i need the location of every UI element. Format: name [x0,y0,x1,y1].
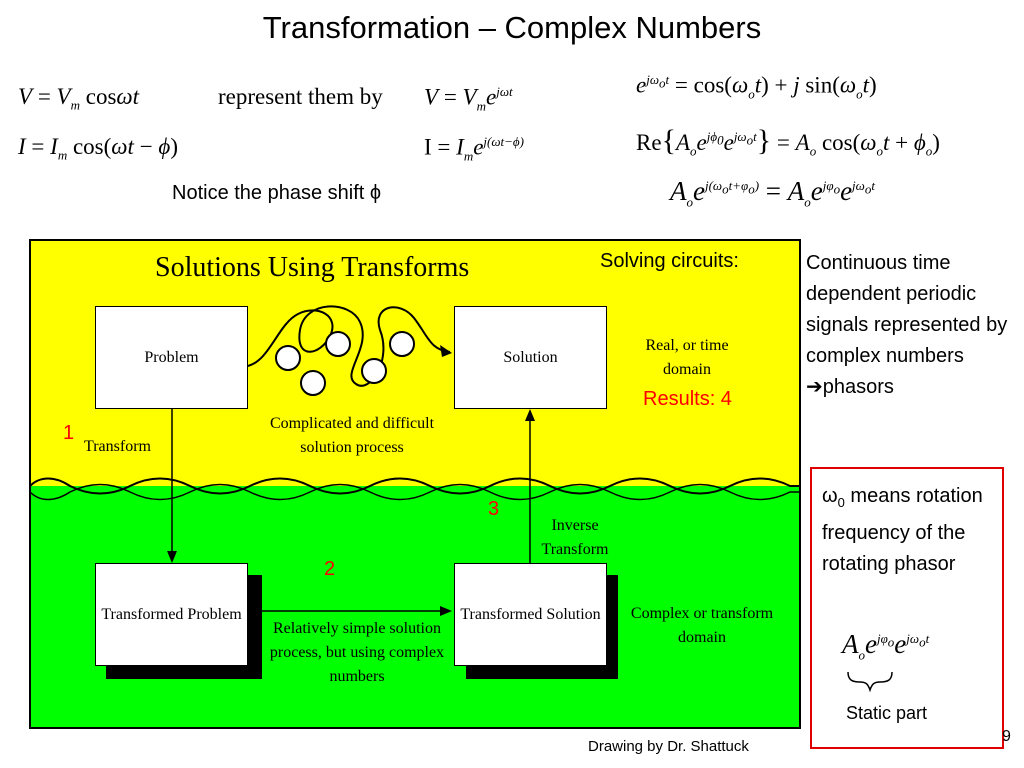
results-step-label: Results: 4 [643,388,732,410]
simple-process-label: Relatively simple solution process, but … [269,620,445,685]
transform-arrowhead [167,551,177,563]
equation-i-time: I = Im cos(ωt − ϕ) [18,134,178,163]
transformed-problem-box: Transformed Problem [95,563,248,666]
omega-note: ω0 means rotation frequency of the rotat… [822,481,1006,580]
equation-split: Aoej(ωot+φo) = Aoejφoejωot [670,176,875,210]
difficult-path-arrowhead [440,345,452,357]
transform-label: Transform [84,438,151,455]
step-1-label: 1 [63,422,75,444]
simple-process-arrowhead [440,606,452,616]
equation-v-phasor: V = Vmejωt [424,84,513,114]
continuous-signals-note: Continuous time dependent periodic signa… [806,248,1016,403]
diagram-frame [29,239,801,729]
omega-symbol: ω [822,485,838,507]
represent-text: represent them by [218,84,383,109]
omega-means-text: means rotation frequency of the rotating… [822,485,983,575]
equation-i-phasor: I = Imej(ωt−ϕ) [424,134,524,164]
path-circle [300,370,326,396]
equation-real-part: Re{Aoejϕ0ejωot} = Ao cos(ωot + ϕo) [636,124,940,159]
solution-label: Solution [503,348,558,366]
credit-text: Drawing by Dr. Shattuck [588,738,749,755]
complicated-process-label: Complicated and difficult solution proce… [269,415,435,456]
problem-label: Problem [144,348,199,366]
omega-subscript: 0 [837,495,845,510]
phasors-text: ➔phasors [806,376,894,398]
continuous-signals-text: Continuous time dependent periodic signa… [806,252,1008,367]
inverse-transform-label: Inverse Transform [541,517,609,558]
path-circle [389,331,415,357]
rotating-phasor-equation: Aoejφoejωot [842,629,930,663]
rotating-phasor-box: ω0 means rotation frequency of the rotat… [810,467,1004,749]
inverse-transform-arrowhead [525,409,535,421]
step-2-label: 2 [324,558,336,580]
static-part-label: Static part [846,703,928,723]
path-circle [325,331,351,357]
slide-title: Transformation – Complex Numbers [262,10,762,45]
page-number: 9 [1002,728,1011,745]
equation-v-time: V = Vm cosωt [18,84,140,113]
domain-boundary [29,477,800,495]
complex-domain-label: Complex or transform domain [630,605,774,646]
static-part-brace [847,671,893,693]
path-circle [361,358,387,384]
transformed-solution-box: Transformed Solution [454,563,607,666]
phase-shift-note: Notice the phase shift ϕ [172,182,382,204]
step-3-label: 3 [488,498,500,520]
transformed-solution-label: Transformed Solution [460,605,601,623]
diagram-heading: Solutions Using Transforms [155,252,470,283]
path-circle [275,345,301,371]
equation-euler: ejωot = cos(ωot) + j sin(ωot) [636,72,877,102]
domain-boundary-2 [29,483,800,501]
problem-box: Problem [95,306,248,409]
solving-circuits-label: Solving circuits: [600,250,739,272]
difficult-path [247,305,451,387]
real-domain-label: Real, or time domain [645,337,729,378]
transformed-problem-label: Transformed Problem [101,605,242,623]
solution-box: Solution [454,306,607,409]
